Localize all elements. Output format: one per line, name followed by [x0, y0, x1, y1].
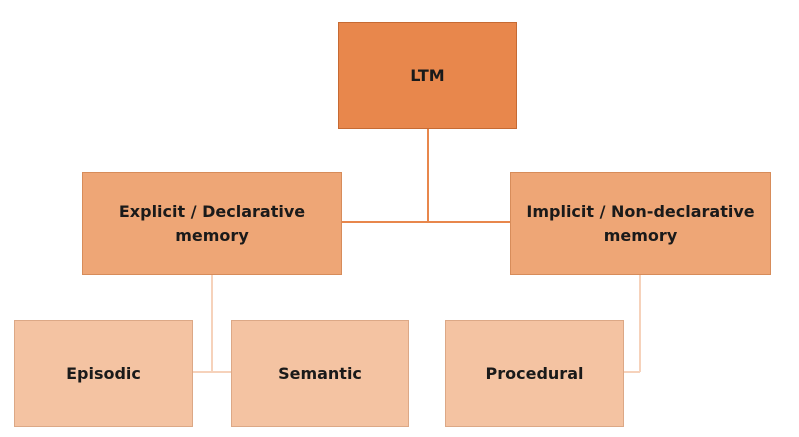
node-semantic: Semantic	[231, 320, 409, 427]
node-procedural-label: Procedural	[485, 363, 584, 383]
node-implicit-memory: Implicit / Non-declarative memory	[510, 172, 771, 275]
node-semantic-label: Semantic	[278, 363, 362, 383]
node-ltm: LTM	[338, 22, 517, 129]
node-implicit-memory-label: Implicit / Non-declarative memory	[526, 201, 755, 245]
node-explicit-memory-label: Explicit / Declarative memory	[118, 201, 306, 245]
node-procedural: Procedural	[445, 320, 624, 427]
node-episodic-label: Episodic	[66, 363, 141, 383]
node-episodic: Episodic	[14, 320, 193, 427]
node-ltm-label: LTM	[410, 65, 445, 85]
node-explicit-memory: Explicit / Declarative memory	[82, 172, 342, 275]
